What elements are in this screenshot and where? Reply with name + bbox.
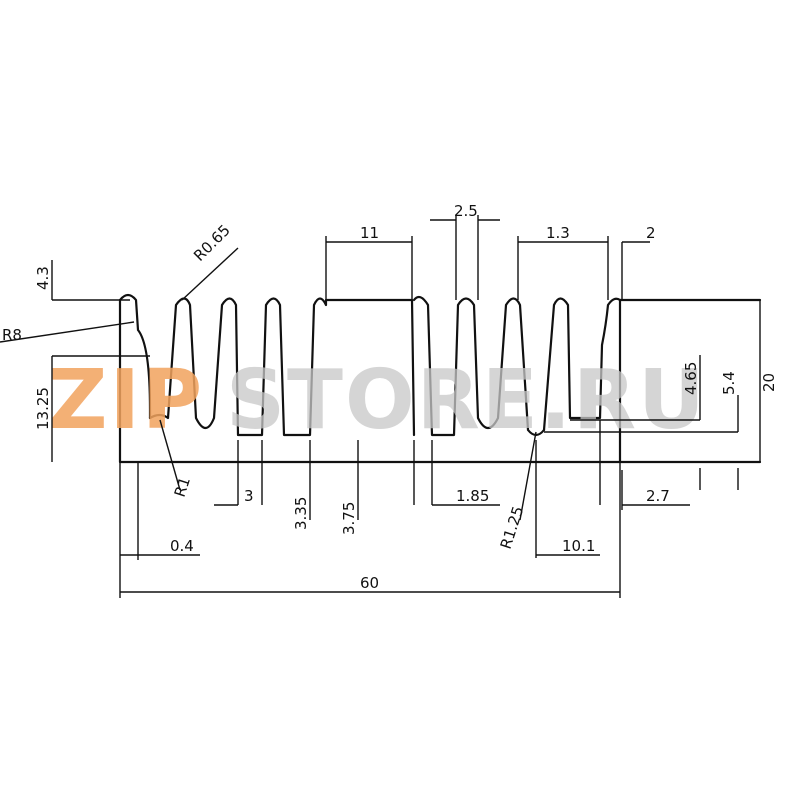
leader-r1 [159, 419, 181, 491]
label-1-3: 1.3 [546, 224, 570, 242]
label-1-85: 1.85 [456, 487, 489, 505]
label-60: 60 [360, 574, 379, 592]
label-20: 20 [760, 373, 778, 392]
label-10-1: 10.1 [562, 537, 595, 555]
label-3: 3 [244, 487, 254, 505]
label-r8: R8 [2, 326, 22, 344]
label-r1: R1 [171, 475, 194, 500]
label-r1-25: R1.25 [497, 504, 528, 551]
fin-group-right [542, 297, 622, 432]
fin-group-mid [412, 295, 546, 437]
label-2-7: 2.7 [646, 487, 670, 505]
heatsink-profile [118, 293, 762, 464]
label-2-5: 2.5 [454, 202, 478, 220]
leader-r065 [181, 247, 239, 301]
label-13-25: 13.25 [34, 387, 52, 430]
leader-r125 [519, 431, 537, 521]
watermark: ZIP STORE.RU [48, 353, 707, 448]
label-5-4: 5.4 [720, 371, 738, 395]
label-3-75: 3.75 [340, 502, 358, 535]
dimension-lines [0, 215, 761, 598]
label-11: 11 [360, 224, 379, 242]
left-post [118, 293, 152, 420]
label-3-35: 3.35 [292, 497, 310, 530]
leader-r8 [0, 321, 135, 343]
watermark-store: STORE.RU [226, 353, 707, 448]
label-4-65: 4.65 [682, 362, 700, 395]
label-0-4: 0.4 [170, 537, 194, 555]
label-4-3: 4.3 [34, 266, 52, 290]
fin-group-left [148, 297, 416, 437]
watermark-zip: ZIP [48, 353, 204, 448]
label-2: 2 [646, 224, 656, 242]
